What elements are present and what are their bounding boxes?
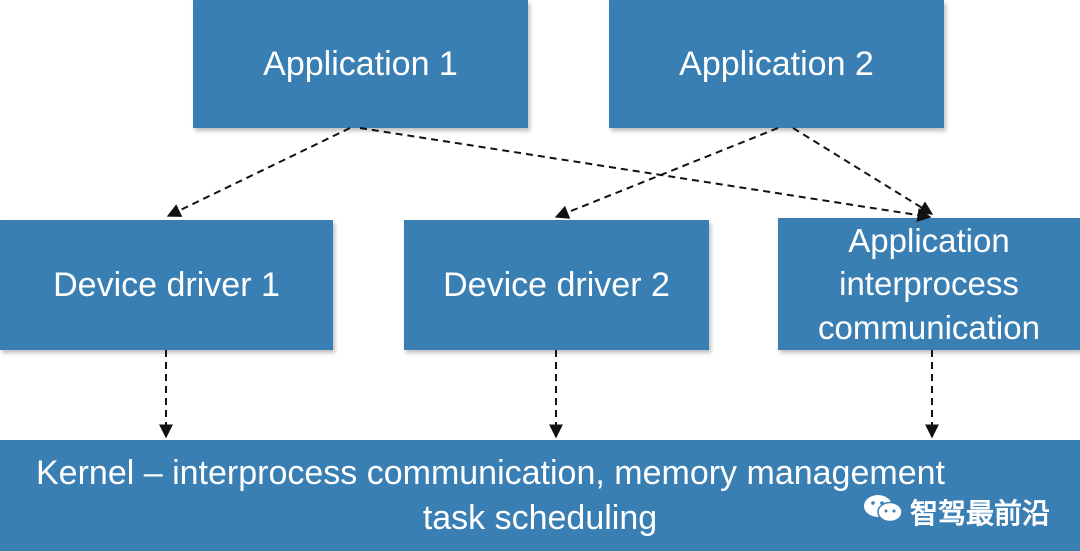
- device-driver-2-box: Device driver 2: [404, 220, 709, 350]
- application-ipc-label: Application interprocess communication: [818, 219, 1040, 350]
- application-ipc-line-1: Application: [848, 221, 1010, 259]
- application-ipc-line-3: communication: [818, 308, 1040, 346]
- application-1-box: Application 1: [193, 0, 528, 128]
- application-ipc-line-2: interprocess: [839, 265, 1019, 303]
- kernel-box: Kernel – interprocess communication, mem…: [0, 440, 1080, 551]
- kernel-label-line-2: task scheduling: [422, 498, 658, 537]
- kernel-label-line-1: Kernel – interprocess communication, mem…: [36, 453, 945, 492]
- arrow-app1-to-driver1: [166, 127, 351, 217]
- device-driver-1-label: Device driver 1: [53, 265, 280, 304]
- device-driver-2-label: Device driver 2: [443, 265, 670, 304]
- application-ipc-box: Application interprocess communication: [778, 218, 1080, 350]
- arrow-app2-to-app-ipc: [792, 127, 934, 215]
- application-2-label: Application 2: [679, 44, 874, 83]
- device-driver-1-box: Device driver 1: [0, 220, 333, 350]
- arrow-app2-to-driver2: [554, 127, 779, 219]
- arrow-app1-to-app-ipc: [359, 127, 932, 222]
- application-1-label: Application 1: [263, 44, 458, 83]
- application-2-box: Application 2: [609, 0, 944, 128]
